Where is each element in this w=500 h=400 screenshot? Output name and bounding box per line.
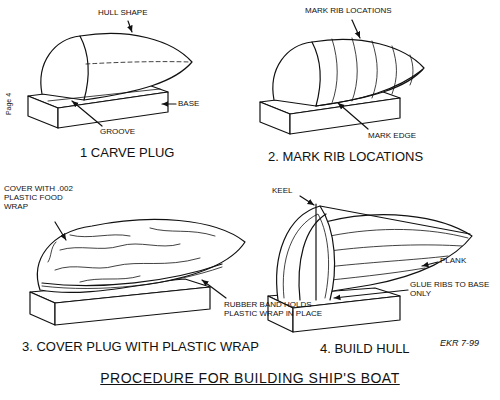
part-label: GROOVE	[100, 127, 150, 136]
step-caption: 2. MARK RIB LOCATIONS	[268, 150, 468, 165]
signature: EKR 7-99	[440, 338, 495, 348]
page-number: Page 4	[5, 89, 13, 119]
part-label: COVER WITH .002 PLASTIC FOOD WRAP	[4, 184, 86, 212]
part-label: MARK RIB LOCATIONS	[305, 6, 415, 15]
marked-plug	[260, 38, 424, 134]
step-caption: 1 CARVE PLUG	[80, 146, 210, 161]
part-label: MARK EDGE	[368, 131, 438, 140]
part-label: RUBBER BAND HOLDS PLASTIC WRAP IN PLACE	[224, 300, 334, 318]
part-label: PLANK	[440, 256, 490, 265]
diagram-title: PROCEDURE FOR BUILDING SHIP'S BOAT	[0, 370, 500, 386]
leader-lines	[55, 222, 226, 298]
wrapped-plug	[30, 219, 245, 325]
part-label: BASE	[178, 99, 218, 108]
step-caption: 4. BUILD HULL	[320, 342, 440, 357]
part-label: KEEL	[272, 186, 312, 195]
part-label: GLUE RIBS TO BASE ONLY	[410, 280, 492, 298]
leader-lines	[72, 21, 176, 126]
step-caption: 3. COVER PLUG WITH PLASTIC WRAP	[22, 340, 282, 355]
leader-lines	[338, 20, 368, 129]
part-label: HULL SHAPE	[98, 8, 168, 17]
carved-plug	[28, 34, 192, 128]
